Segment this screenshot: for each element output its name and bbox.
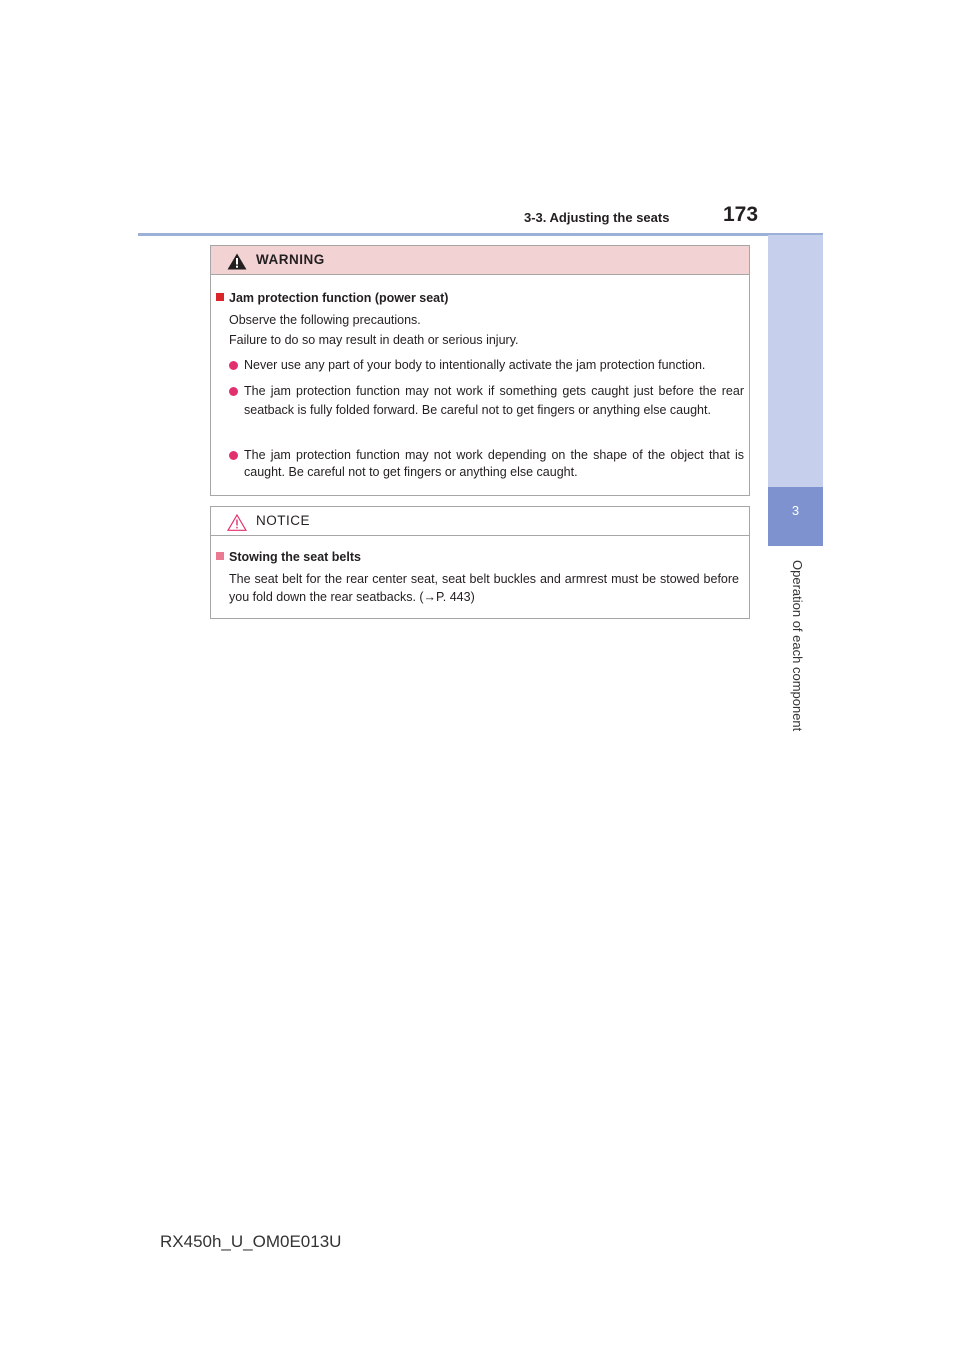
caution-icon <box>227 514 247 531</box>
chapter-label: Operation of each component <box>790 560 805 732</box>
bullet-dot-icon <box>229 361 238 370</box>
warning-line: Observe the following precautions. <box>229 313 421 327</box>
side-band: 3 <box>768 235 823 755</box>
header-rule <box>138 233 823 236</box>
notice-text: The seat belt for the rear center seat, … <box>229 572 739 604</box>
notice-section-title: Stowing the seat belts <box>216 550 361 564</box>
notice-box: NOTICE Stowing the seat belts The seat b… <box>210 506 750 619</box>
page-number: 173 <box>723 203 759 226</box>
warning-bullet: The jam protection function may not work… <box>229 447 744 481</box>
chapter-tab: 3 <box>768 487 823 546</box>
manual-code-footer: RX450h_U_OM0E013U <box>160 1232 342 1251</box>
chapter-number: 3 <box>791 503 800 518</box>
side-band-light <box>768 235 823 487</box>
warning-box: WARNING Jam protection function (power s… <box>210 245 750 496</box>
bullet-dot-icon <box>229 451 238 460</box>
warning-title: WARNING <box>256 252 325 267</box>
warning-bullet: Never use any part of your body to inten… <box>229 356 744 375</box>
warning-header: WARNING <box>211 246 749 275</box>
bullet-text: Never use any part of your body to inten… <box>244 358 706 372</box>
bullet-text: The jam protection function may not work… <box>244 448 744 479</box>
section-header: 3-3. Adjusting the seats <box>524 210 670 225</box>
square-marker-icon <box>216 293 224 301</box>
notice-header: NOTICE <box>211 507 749 536</box>
notice-title: NOTICE <box>256 513 311 528</box>
bullet-dot-icon <box>229 387 238 396</box>
bullet-text: The jam protection function may not work… <box>244 384 744 417</box>
square-marker-icon <box>216 552 224 560</box>
warning-icon <box>227 253 247 270</box>
warning-line: Failure to do so may result in death or … <box>229 333 519 347</box>
warning-section-title: Jam protection function (power seat) <box>216 291 448 305</box>
warning-bullet: The jam protection function may not work… <box>229 382 744 420</box>
